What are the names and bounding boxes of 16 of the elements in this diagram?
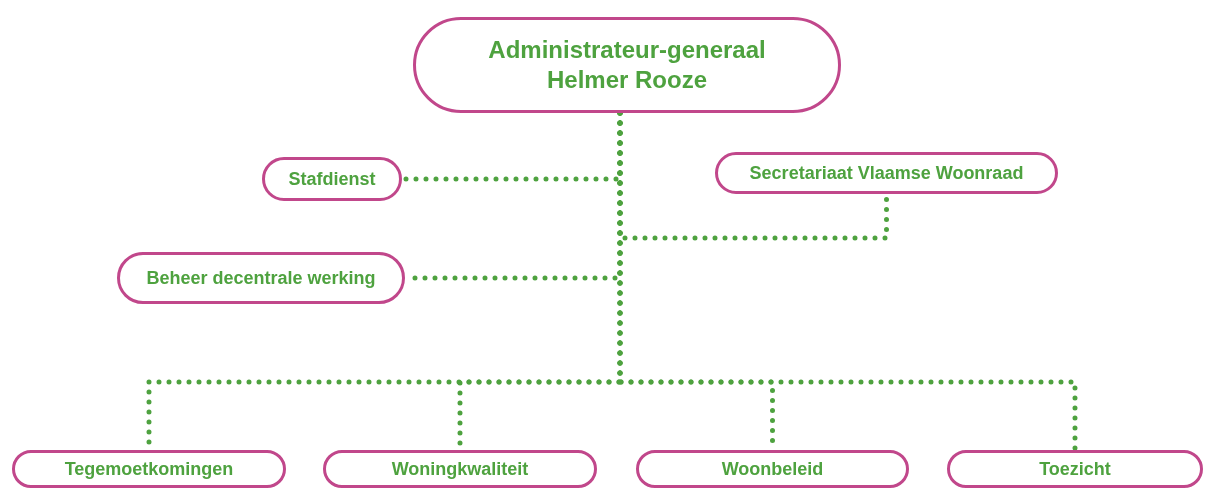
box-label: Toezicht [1039,457,1111,481]
rounded-box [12,450,286,488]
rounded-box [947,450,1203,488]
rounded-box [262,157,402,201]
box-label: Tegemoetkomingen [64,457,234,481]
box-label: Woningkwaliteit [391,457,529,481]
person-name: Helmer Rooze [546,65,707,95]
rounded-box [636,450,909,488]
box-title: Administrateur-generaal [488,35,766,65]
rounded-box [117,252,405,304]
box-label: Secretariaat Vlaamse Woonraad [749,161,1024,185]
box-label: Woonbeleid [721,457,824,481]
box-label: Stafdienst [288,167,376,191]
rounded-box [715,152,1058,194]
rounded-box [323,450,597,488]
box-label: Beheer decentrale werking [146,266,376,290]
